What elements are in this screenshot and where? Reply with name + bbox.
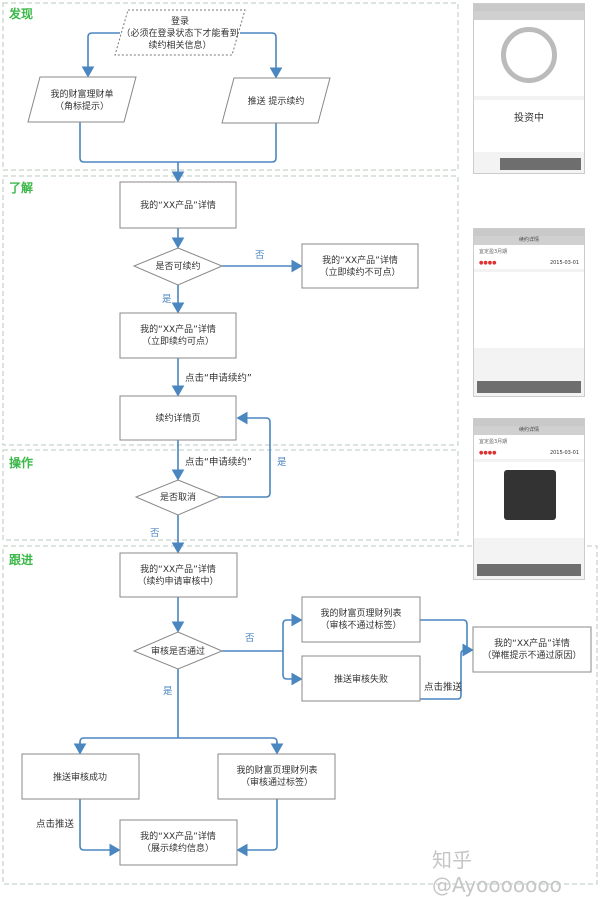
svg-text:登录: 登录	[171, 16, 189, 27]
label-no-cancel: 否	[150, 528, 160, 539]
date: 2015-03-01	[549, 260, 579, 266]
phone-nav-title: 续约详情	[474, 236, 584, 245]
edge-fail-list	[282, 613, 303, 651]
node-detail: 我的“XX产品”详情	[119, 181, 237, 229]
svg-text:我的财富页理财列表: 我的财富页理财列表	[236, 764, 317, 776]
label-click-apply: 点击“申请续约”	[185, 372, 252, 384]
svg-text:（续约申请审核中）: （续约申请审核中）	[137, 575, 218, 587]
edge-push-popup	[420, 643, 474, 700]
svg-text:（展示续约信息）: （展示续约信息）	[142, 842, 214, 854]
svg-text:（审核通过标签）: （审核通过标签）	[241, 776, 313, 788]
node-detail-info: 我的“XX产品”详情 （展示续约信息）	[119, 819, 238, 866]
loading-dialog	[504, 470, 556, 520]
svg-text:推送 提示续约: 推送 提示续约	[248, 95, 305, 107]
svg-text:（角标提示）: （角标提示）	[55, 100, 109, 112]
phone-mockup-renew: 续约详情 宜定盈3月期 ●●●●2015-03-01	[473, 228, 585, 397]
product-name: 宜定盈3月期	[479, 249, 508, 255]
phone-nav	[474, 11, 584, 20]
node-wealth-list: 我的财富理财单 （角标提示）	[27, 76, 137, 123]
section-label-understand: 了解	[9, 180, 33, 195]
node-renew-page: 续约详情页	[119, 395, 237, 441]
node-login: 登录 （必须在登录状态下才能看到 续约相关信息）	[114, 9, 246, 56]
svg-text:审核是否通过: 审核是否通过	[151, 645, 205, 657]
svg-text:是否取消: 是否取消	[160, 491, 196, 503]
svg-text:我的“XX产品”详情: 我的“XX产品”详情	[322, 254, 398, 266]
svg-text:我的“XX产品”详情: 我的“XX产品”详情	[494, 637, 570, 649]
svg-text:续约详情页: 续约详情页	[155, 412, 200, 424]
section-operate	[2, 449, 459, 541]
svg-text:我的“XX产品”详情: 我的“XX产品”详情	[140, 563, 216, 575]
edge-listpass-info	[236, 799, 278, 857]
svg-text:续约相关信息）: 续约相关信息）	[148, 39, 211, 51]
phone-mockup-detail: 投资中	[473, 3, 585, 174]
node-list-pass: 我的财富页理财列表 （审核通过标签）	[217, 753, 336, 800]
svg-text:我的“XX产品”详情: 我的“XX产品”详情	[140, 830, 216, 842]
label-yes-review: 是	[163, 686, 173, 697]
node-detail-enabled: 我的“XX产品”详情 （立即续约可点）	[119, 312, 237, 359]
svg-text:推送审核失败: 推送审核失败	[334, 673, 388, 685]
svg-text:我的财富理财单: 我的财富理财单	[50, 88, 113, 100]
svg-text:我的“XX产品”详情: 我的“XX产品”详情	[140, 199, 216, 211]
svg-text:（立即续约不可点）: （立即续约不可点）	[319, 266, 400, 278]
section-label-follow: 跟进	[9, 552, 33, 567]
svg-text:推送审核成功: 推送审核成功	[53, 771, 107, 783]
progress-ring	[501, 27, 557, 83]
svg-text:（审核不通过标签）: （审核不通过标签）	[320, 619, 401, 631]
node-detail-disabled: 我的“XX产品”详情 （立即续约不可点）	[301, 243, 419, 289]
section-label-operate: 操作	[9, 455, 33, 470]
svg-text:（弹框提示不通过原因）: （弹框提示不通过原因）	[482, 649, 581, 661]
svg-text:我的财富页理财列表: 我的财富页理财列表	[320, 607, 401, 619]
svg-text:我的“XX产品”详情: 我的“XX产品”详情	[140, 323, 216, 335]
edge-list-popup	[420, 619, 474, 657]
edge-login-wealth	[81, 32, 120, 78]
decision-review-pass: 审核是否通过	[132, 631, 224, 670]
label-yes: 是	[162, 294, 172, 305]
decision-cancel: 是否取消	[134, 479, 222, 516]
section-understand	[2, 175, 459, 446]
label-yes-cancel: 是	[277, 457, 287, 468]
section-follow	[2, 545, 598, 885]
phone-mockup-loading: 续约详情 宜定盈3月期 ●●●●2015-03-01	[473, 418, 585, 580]
apply-button[interactable]	[477, 381, 581, 393]
decision-can-renew: 是否可续约	[132, 247, 224, 286]
date: 2015-03-01	[549, 450, 579, 456]
label-click-push-2: 点击推送	[36, 818, 75, 830]
renew-button[interactable]	[500, 158, 581, 170]
label-click-apply-2: 点击“申请续约”	[185, 456, 252, 468]
svg-text:（立即续约可点）: （立即续约可点）	[142, 335, 214, 347]
edge-pass-branch	[79, 737, 278, 753]
edge-cancel-yes-loop	[220, 411, 271, 498]
edge-login-push	[240, 32, 283, 79]
node-detail-popup: 我的“XX产品”详情 （弹框提示不通过原因）	[472, 626, 592, 673]
label-no-review: 否	[245, 633, 255, 644]
phone-nav-title: 续约详情	[474, 426, 584, 435]
node-push-hint: 推送 提示续约	[221, 77, 331, 124]
node-detail-review: 我的“XX产品”详情 （续约申请审核中）	[119, 552, 238, 598]
section-label-discover: 发现	[8, 6, 33, 21]
apply-button[interactable]	[477, 564, 581, 576]
svg-text:（必须在登录状态下才能看到: （必须在登录状态下才能看到	[121, 27, 238, 39]
edge-fail-push	[282, 651, 303, 686]
svg-text:是否可续约: 是否可续约	[155, 260, 200, 272]
node-list-fail: 我的财富页理财列表 （审核不通过标签）	[301, 596, 421, 643]
status-text: 投资中	[514, 113, 544, 124]
node-push-success: 推送审核成功	[21, 753, 140, 800]
watermark: 知乎 @Ayooooooo	[432, 848, 562, 897]
node-push-fail: 推送审核失败	[301, 655, 421, 702]
product-name: 宜定盈3月期	[479, 439, 508, 445]
edge-merge	[79, 122, 277, 163]
label-click-push: 点击推送	[424, 681, 463, 693]
edge-success-info	[79, 799, 121, 857]
section-discover	[2, 2, 459, 171]
label-no: 否	[255, 250, 265, 261]
